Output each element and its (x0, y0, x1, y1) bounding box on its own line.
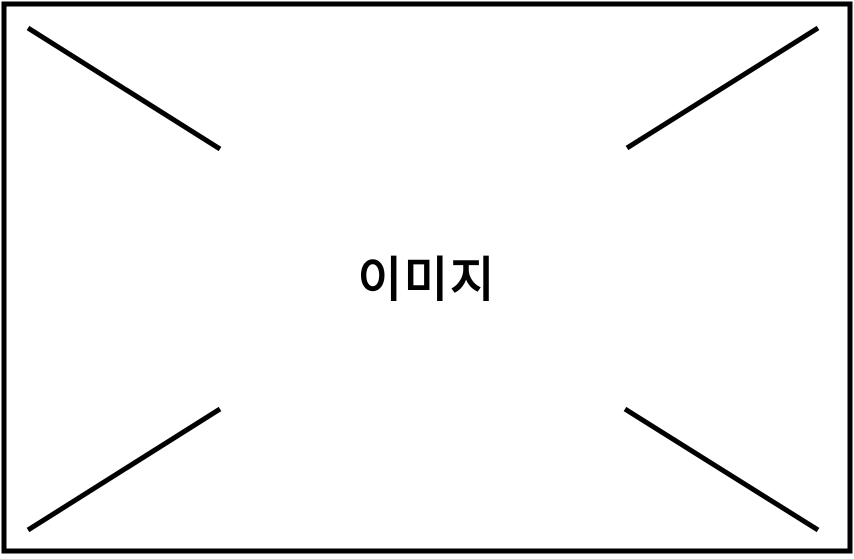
placeholder-label: 이미지 (357, 252, 497, 308)
placeholder-cross-line-bottom-right (623, 406, 820, 533)
placeholder-cross-line-top-right (625, 25, 820, 151)
placeholder-cross-line-bottom-left (26, 406, 222, 533)
placeholder-cross-line-top-left (26, 25, 222, 152)
